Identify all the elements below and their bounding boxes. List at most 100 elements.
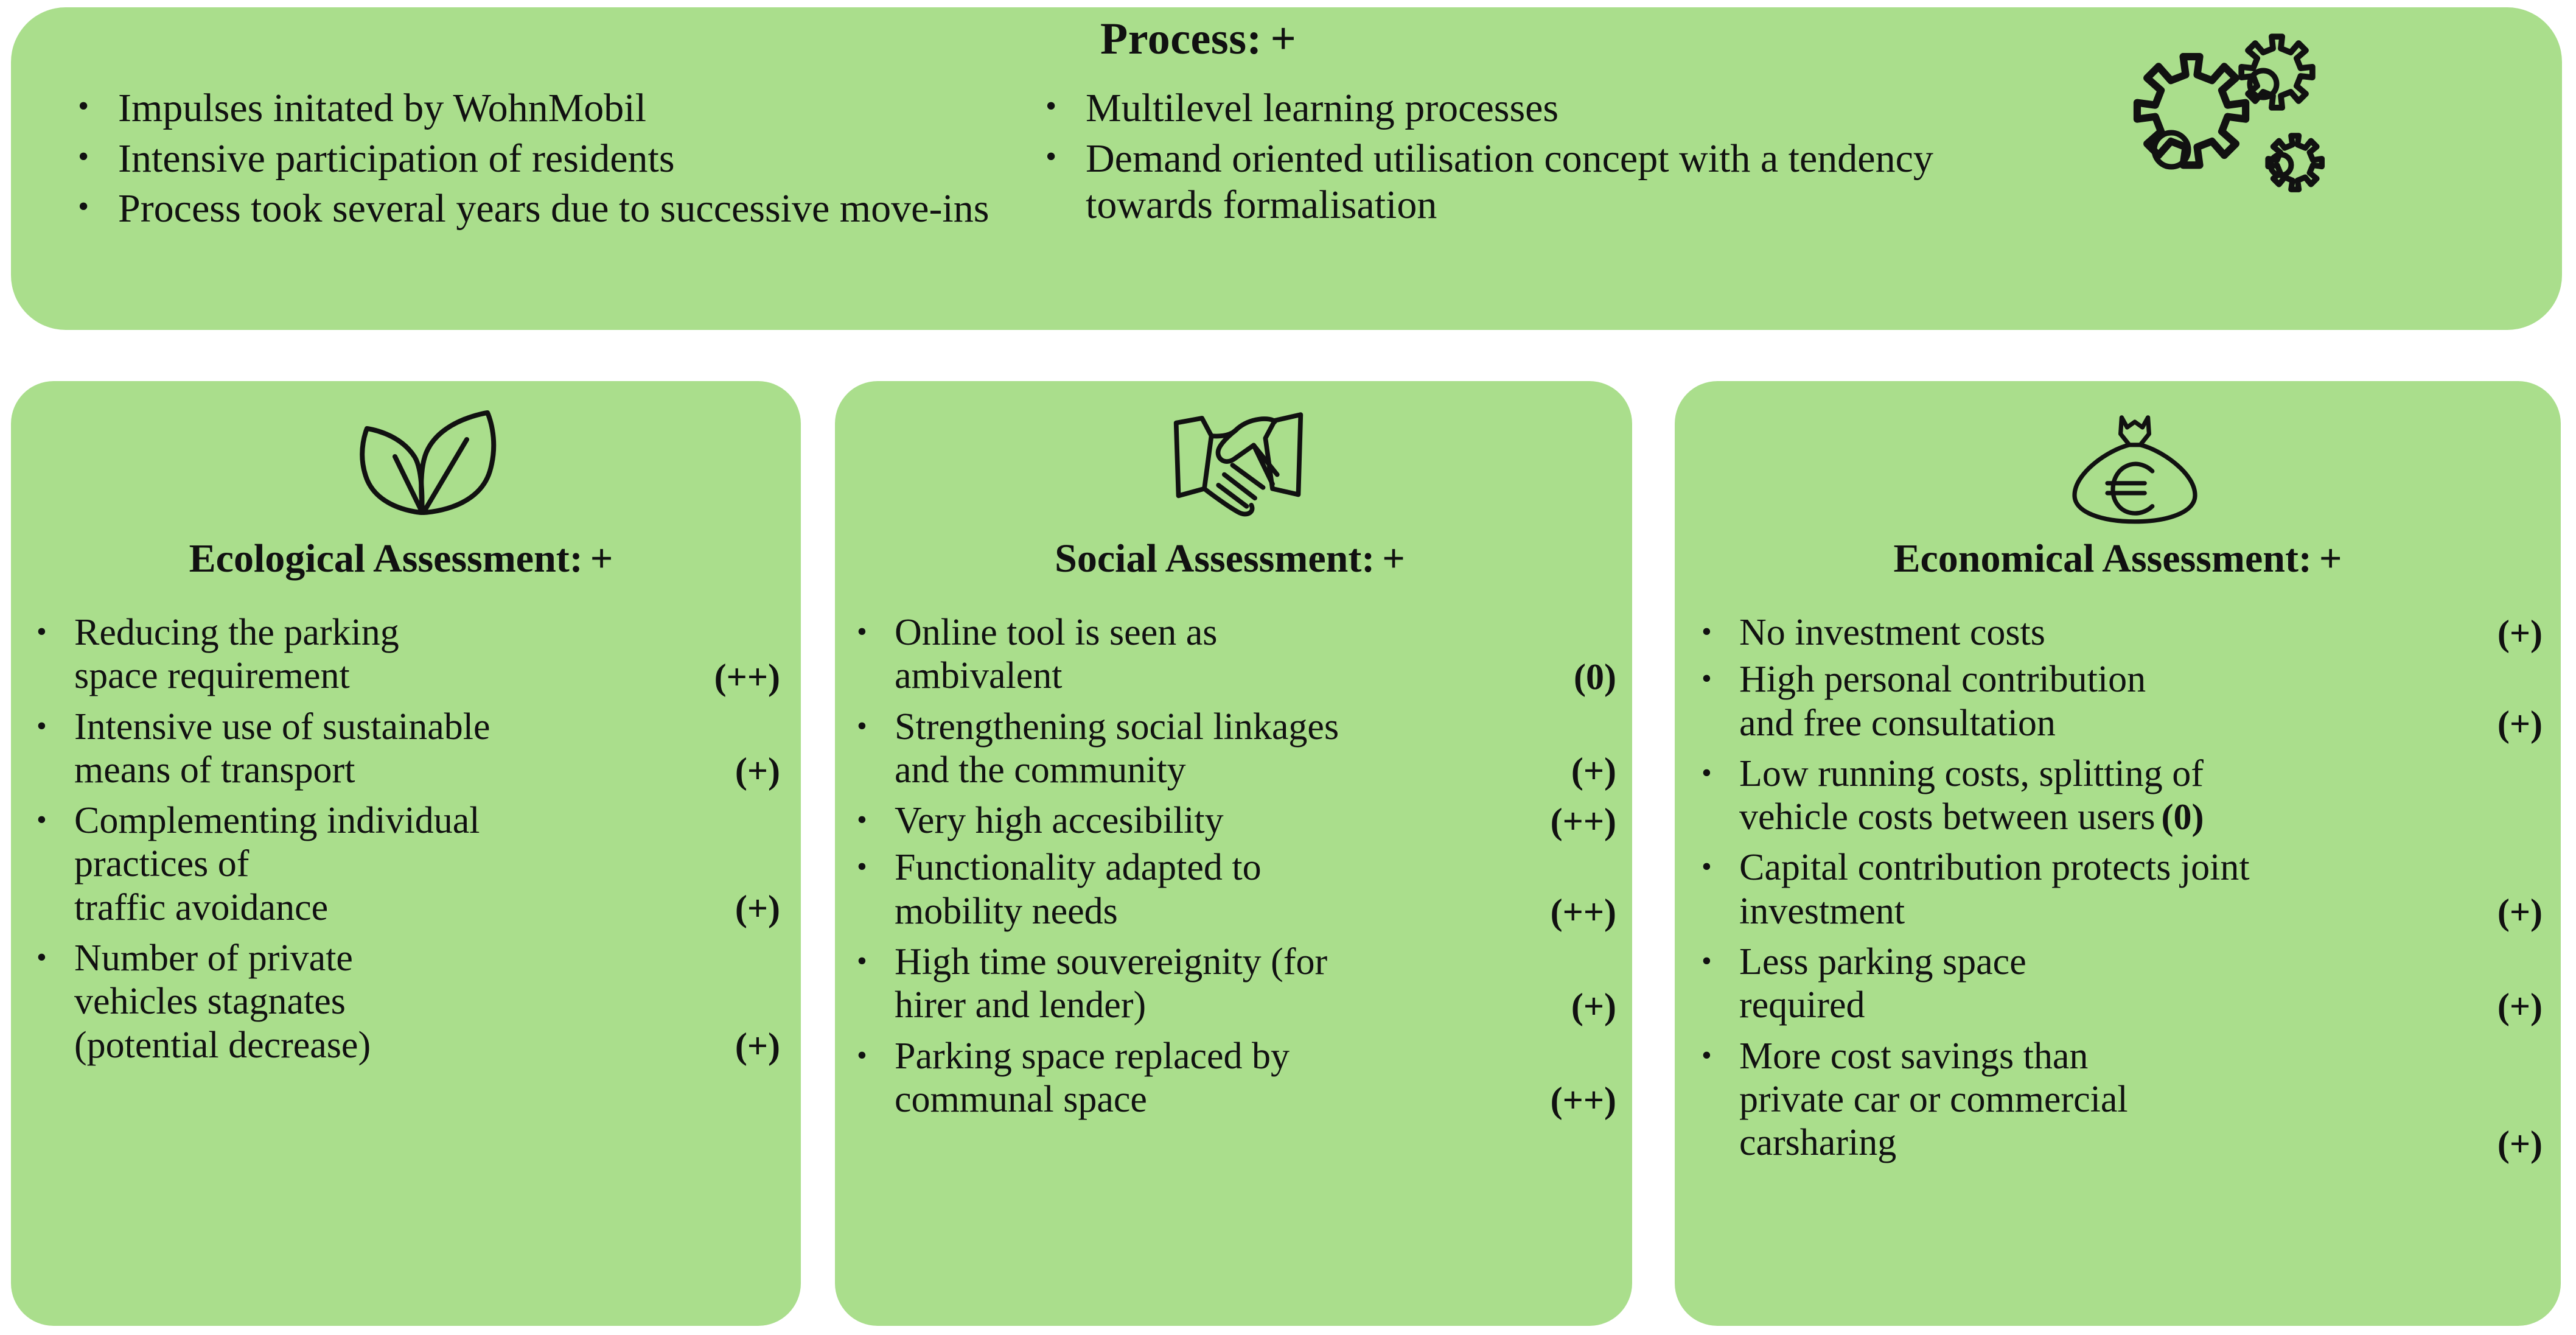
list-item: • Functionality adapted to mobility need… <box>857 846 1616 933</box>
list-item-line: Intensive use of sustainable <box>74 706 490 748</box>
process-title-score: + <box>1270 14 1297 64</box>
bullet-icon: • <box>37 709 47 742</box>
list-item: • Process took several years due to succ… <box>78 186 1027 233</box>
list-item-text: Process took several years due to succes… <box>118 186 990 231</box>
economical-assessment-card: Economical Assessment:+ • No investment … <box>1675 381 2561 1326</box>
list-item: • Intensive participation of residents <box>78 136 1027 183</box>
list-item-line: Complementing individual <box>74 800 480 842</box>
list-item-line: No investment costs <box>1739 612 2045 653</box>
list-item-line: (potential decrease) <box>74 1024 371 1066</box>
card-title: Economical Assessment:+ <box>1675 536 2561 582</box>
list-item-line: private car or commercial <box>1739 1078 2128 1120</box>
list-item: • More cost savings than private car or … <box>1702 1035 2543 1165</box>
bullet-icon: • <box>857 615 867 648</box>
list-item-line: mobility needs <box>895 890 1118 932</box>
score-badge: (+) <box>2497 613 2543 654</box>
process-left-bullet-list: • Impulses initated by WohnMobil • Inten… <box>78 85 1027 236</box>
list-item-line: hirer and lender) <box>895 984 1147 1026</box>
bullet-icon: • <box>78 89 89 124</box>
score-badge: (++) <box>1550 801 1616 842</box>
list-item-line: Functionality adapted to <box>895 847 1262 889</box>
list-item-line: and the community <box>895 749 1186 791</box>
money-bag-euro-icon <box>1692 398 2576 538</box>
list-item-text: Multilevel learning processes <box>1086 86 1559 130</box>
score-badge: (+) <box>2497 703 2543 744</box>
bullet-icon: • <box>1702 1039 1712 1071</box>
list-item-line: ambivalent <box>895 655 1063 697</box>
list-item-line: required <box>1739 984 1865 1026</box>
ecological-bullet-list: • Reducing the parking space requirement… <box>37 611 780 1074</box>
bullet-icon: • <box>857 850 867 883</box>
score-badge: (+) <box>735 1025 780 1066</box>
list-item-line: Number of private <box>74 937 353 979</box>
list-item: • Demand oriented utilisation concept wi… <box>1045 136 2031 229</box>
list-item: • Very high accesibility (++) <box>857 799 1616 843</box>
list-item: • Online tool is seen as ambivalent (0) <box>857 611 1616 698</box>
social-bullet-list: • Online tool is seen as ambivalent (0) … <box>857 611 1616 1129</box>
list-item: • Less parking space required (+) <box>1702 941 2543 1028</box>
bullet-icon: • <box>1045 89 1057 124</box>
process-card: Process:+ • Impulses initated by WohnMob… <box>11 7 2562 330</box>
list-item-line: traffic avoidance <box>74 886 329 928</box>
bullet-icon: • <box>37 804 47 836</box>
list-item: • Multilevel learning processes <box>1045 85 2031 132</box>
economical-bullet-list: • No investment costs (+) • High persona… <box>1702 611 2543 1172</box>
list-item: • Capital contribution protects joint in… <box>1702 846 2543 933</box>
list-item-line: Online tool is seen as <box>895 612 1218 653</box>
bullet-icon: • <box>1702 850 1712 883</box>
list-item-line: carsharing <box>1739 1122 1897 1164</box>
score-badge: (++) <box>1550 892 1616 933</box>
list-item: • Strengthening social linkages and the … <box>857 706 1616 793</box>
list-item: • Intensive use of sustainable means of … <box>37 706 780 793</box>
bullet-icon: • <box>78 189 89 225</box>
list-item: • High time souvereignity (for hirer and… <box>857 941 1616 1028</box>
list-item: • No investment costs (+) <box>1702 611 2543 654</box>
list-item-line-text: vehicle costs between users <box>1739 796 2155 838</box>
list-item-line: investment <box>1739 890 1905 932</box>
list-item-line: Reducing the parking <box>74 612 399 653</box>
score-badge: (+) <box>1571 751 1616 791</box>
bullet-icon: • <box>857 945 867 978</box>
list-item: • Parking space replaced by communal spa… <box>857 1035 1616 1122</box>
ecological-assessment-card: Ecological Assessment:+ • Reducing the p… <box>11 381 801 1326</box>
leaf-icon <box>27 398 817 538</box>
bullet-icon: • <box>1702 756 1712 789</box>
list-item-text: Intensive participation of residents <box>118 136 675 181</box>
process-right-bullet-list: • Multilevel learning processes • Demand… <box>1045 85 2031 233</box>
list-item-line: More cost savings than <box>1739 1035 2089 1077</box>
card-title-label: Economical Assessment: <box>1893 536 2312 581</box>
list-item-text: Impulses initated by WohnMobil <box>118 86 646 130</box>
score-badge: (+) <box>1571 986 1616 1026</box>
score-badge: (++) <box>1550 1080 1616 1121</box>
list-item-line: Low running costs, splitting of <box>1739 752 2204 794</box>
bullet-icon: • <box>37 941 47 974</box>
bullet-icon: • <box>857 1039 867 1071</box>
list-item-line: Capital contribution protects joint <box>1739 847 2250 889</box>
card-title: Social Assessment:+ <box>831 536 1628 582</box>
list-item-line: Less parking space <box>1739 941 2026 983</box>
bullet-icon: • <box>78 139 89 174</box>
handshake-icon <box>840 398 1637 538</box>
list-item-line: means of transport <box>74 749 355 791</box>
list-item-line: communal space <box>895 1078 1147 1120</box>
card-title-label: Ecological Assessment: <box>189 536 583 581</box>
score-badge: (0) <box>2161 797 2204 838</box>
bullet-icon: • <box>1702 615 1712 648</box>
card-title-score: + <box>590 536 613 581</box>
list-item-line: practices of <box>74 843 250 885</box>
bullet-icon: • <box>1702 662 1712 695</box>
bullet-icon: • <box>857 804 867 836</box>
score-badge: (+) <box>2497 986 2543 1026</box>
bullet-icon: • <box>37 615 47 648</box>
card-title: Ecological Assessment:+ <box>6 536 796 582</box>
list-item-line: and free consultation <box>1739 702 2056 744</box>
process-title-label: Process: <box>1100 14 1262 64</box>
process-title: Process:+ <box>1100 13 1296 65</box>
list-item-line: vehicles stagnates <box>74 981 346 1023</box>
card-title-label: Social Assessment: <box>1055 536 1375 581</box>
list-item: • Complementing individual practices of … <box>37 799 780 930</box>
list-item-line: space requirement <box>74 655 350 697</box>
card-title-score: + <box>1382 536 1405 581</box>
list-item: • Impulses initated by WohnMobil <box>78 85 1027 132</box>
list-item: • Low running costs, splitting of vehicl… <box>1702 752 2543 839</box>
